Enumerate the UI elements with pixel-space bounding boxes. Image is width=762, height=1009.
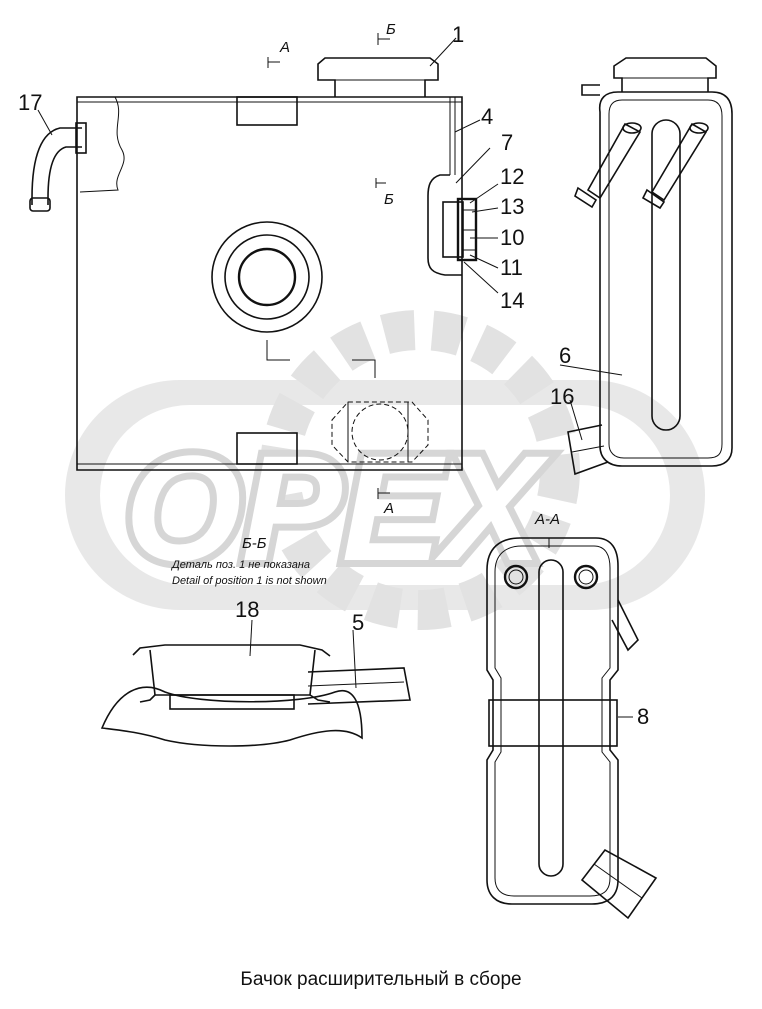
hose-17-clamp <box>75 122 87 154</box>
sight-glass-body <box>442 201 464 258</box>
side-view <box>567 57 733 476</box>
side-pipe-right-tip <box>641 188 666 210</box>
hidden-outlet <box>331 401 429 463</box>
bracket-8 <box>488 699 618 747</box>
side-pipe-right-end <box>689 122 709 134</box>
leader-6 <box>559 364 623 376</box>
section-title-bb: Б-Б <box>242 535 267 552</box>
section-port-right-inner <box>578 569 594 585</box>
callout-13: 13 <box>500 194 524 219</box>
section-tank-outer <box>486 537 619 905</box>
watermark-text: OPEX <box>125 424 550 592</box>
hose-17-outer <box>31 127 82 205</box>
bottom-boss <box>236 432 298 465</box>
side-pipe-left <box>586 122 642 200</box>
section-port-left <box>503 564 529 590</box>
front-view <box>29 33 478 499</box>
leader-12 <box>469 183 499 204</box>
leader-17 <box>37 109 53 136</box>
section-title-aa: А-А <box>534 511 560 528</box>
sight-glass-housing <box>427 174 462 276</box>
section-port-right <box>573 564 599 590</box>
callout-6: 6 <box>559 343 571 368</box>
section-outlet <box>580 848 658 920</box>
section-letter-b-mid: Б <box>384 191 394 208</box>
section-slot <box>538 559 564 877</box>
callout-7: 7 <box>501 130 513 155</box>
callout-16: 16 <box>550 384 574 409</box>
leader-16 <box>569 399 583 441</box>
side-pipe-left-end <box>622 122 642 134</box>
callout-10: 10 <box>500 225 524 250</box>
leader-5 <box>352 629 357 689</box>
leader-7 <box>455 147 491 184</box>
section-mark-b-top <box>377 33 390 45</box>
callout-1: 1 <box>452 22 464 47</box>
cap-18-body <box>149 649 316 696</box>
outlet-pipe-16-line <box>571 445 605 453</box>
side-pipe-left-tip <box>574 186 598 209</box>
callout-5: 5 <box>352 610 364 635</box>
leaders <box>37 37 633 718</box>
note-en: Detail of position 1 is not shown <box>172 575 327 587</box>
callout-8: 8 <box>637 704 649 729</box>
side-pipe-right <box>650 122 708 202</box>
callout-14: 14 <box>500 288 524 313</box>
callout-12: 12 <box>500 164 524 189</box>
side-cap <box>613 57 717 92</box>
port-inner <box>237 247 297 307</box>
watermark-badge-inner <box>100 405 670 585</box>
section-port-left-inner <box>508 569 524 585</box>
section-letter-a-bottom: А <box>383 500 394 517</box>
port-outer <box>211 221 323 333</box>
callout-4: 4 <box>481 104 493 129</box>
hose-17-end <box>29 197 51 212</box>
leader-14 <box>463 261 499 294</box>
cap-18-lip <box>139 694 331 703</box>
section-b-b <box>100 644 411 747</box>
note-ru: Деталь поз. 1 не показана <box>170 559 310 571</box>
section-vent <box>611 599 639 652</box>
drawing-caption: Бачок расширительный в сборе <box>240 969 521 990</box>
break-line <box>79 96 125 193</box>
cut-mark-right <box>352 359 376 378</box>
section-mark-a-top <box>267 57 280 68</box>
section-letter-b-top: Б <box>386 21 396 38</box>
section-letter-a-top: А <box>279 39 290 56</box>
cut-mark-left <box>266 340 290 361</box>
callout-11: 11 <box>500 255 523 280</box>
side-slot <box>651 119 681 431</box>
tank-wall-section <box>100 686 363 747</box>
outlet-pipe-16 <box>567 424 609 476</box>
pipe-5 <box>307 667 411 705</box>
side-tank-inner <box>608 99 723 459</box>
callout-18: 18 <box>235 597 259 622</box>
top-boss <box>236 96 298 126</box>
leader-13 <box>471 207 499 213</box>
section-a-a <box>486 537 658 920</box>
side-vent <box>581 84 600 96</box>
cap-18-top <box>132 644 331 657</box>
section-mark-b-mid <box>375 178 386 188</box>
callout-17: 17 <box>18 90 42 115</box>
gasket <box>169 694 295 710</box>
leader-1 <box>429 37 457 67</box>
filler-cap <box>317 57 439 97</box>
section-mark-a-bottom <box>377 488 390 499</box>
port-mid <box>224 234 310 320</box>
watermark: OPEX <box>65 310 705 630</box>
side-tank-outer <box>598 91 733 467</box>
leader-18 <box>249 619 253 657</box>
leader-4 <box>454 119 481 133</box>
leader-11 <box>469 254 499 269</box>
section-outlet-line <box>593 863 643 899</box>
section-tank-inner <box>494 545 611 897</box>
